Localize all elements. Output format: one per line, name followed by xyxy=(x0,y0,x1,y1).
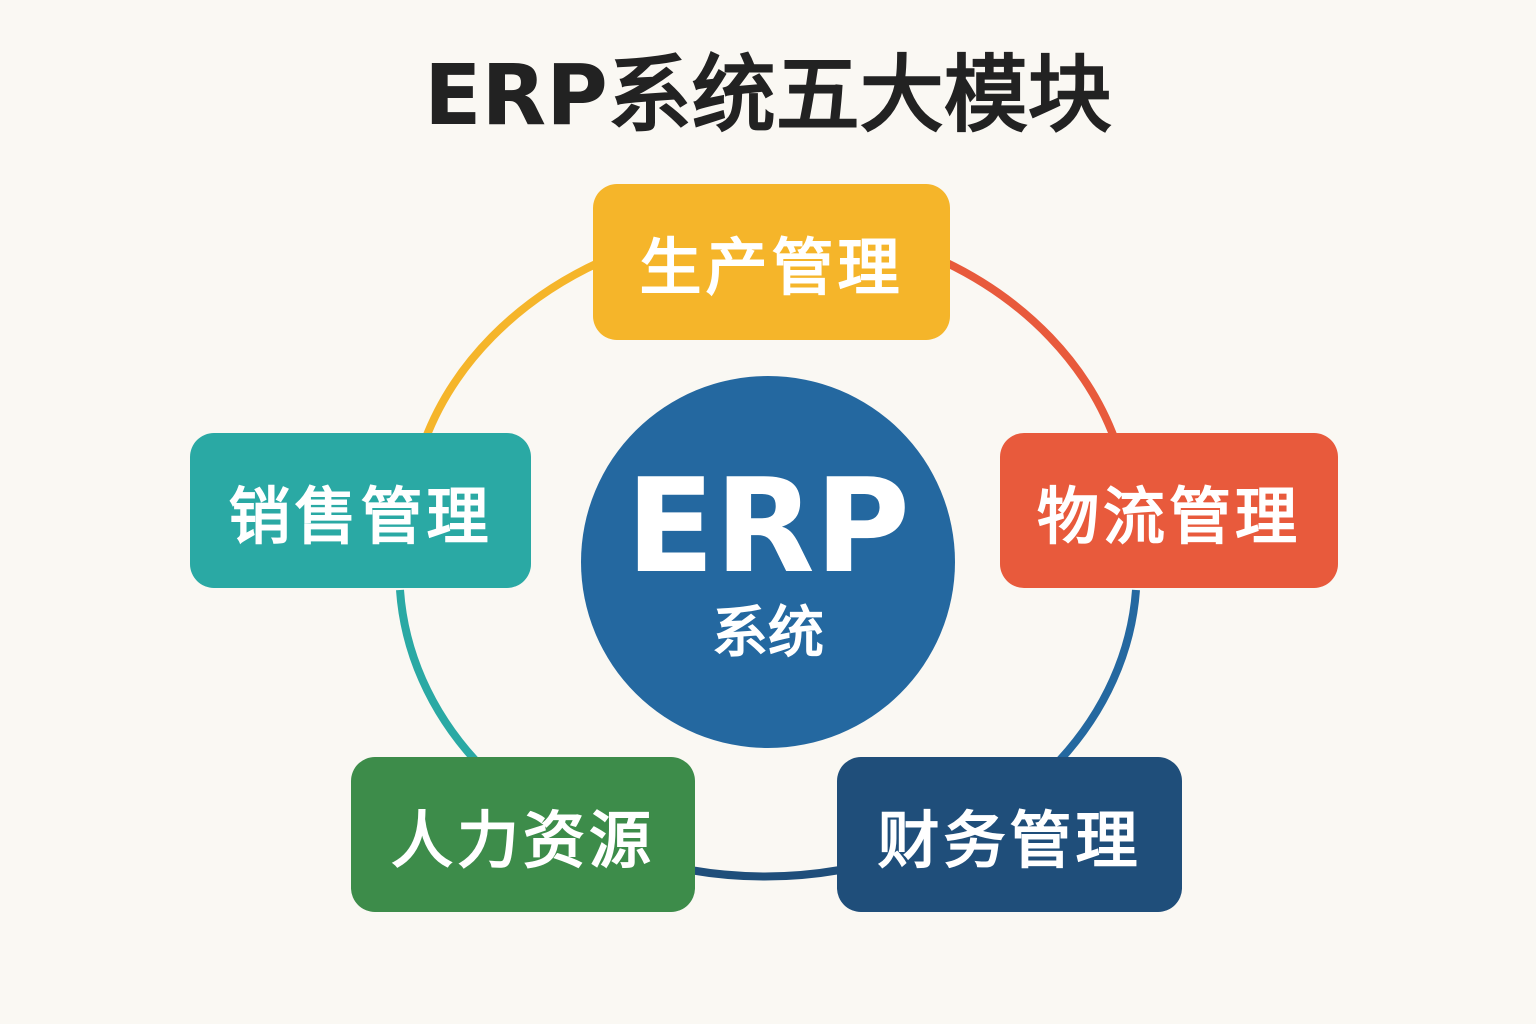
module-label: 生产管理 xyxy=(639,231,904,304)
module-label: 物流管理 xyxy=(1036,479,1301,553)
module-label: 人力资源 xyxy=(390,803,655,877)
module-hr: 人力资源 xyxy=(351,757,695,912)
module-finance: 财务管理 xyxy=(837,757,1182,912)
ring-segment-sales xyxy=(396,589,478,763)
module-label: 销售管理 xyxy=(228,479,493,553)
module-logistics: 物流管理 xyxy=(1000,433,1338,588)
page-title: ERP系统五大模块 xyxy=(424,46,1112,144)
module-label: 财务管理 xyxy=(877,803,1142,877)
module-sales: 销售管理 xyxy=(190,433,531,588)
erp-center-circle: ERP 系统 xyxy=(581,376,955,748)
ring-segment-bottom xyxy=(689,866,841,881)
ring-segment-logistics xyxy=(943,258,1119,442)
ring-segment-production xyxy=(421,258,602,442)
center-sublabel: 系统 xyxy=(712,601,824,666)
ring-segment-finance xyxy=(1057,589,1140,763)
module-production: 生产管理 xyxy=(593,184,950,340)
center-label: ERP xyxy=(625,450,911,602)
